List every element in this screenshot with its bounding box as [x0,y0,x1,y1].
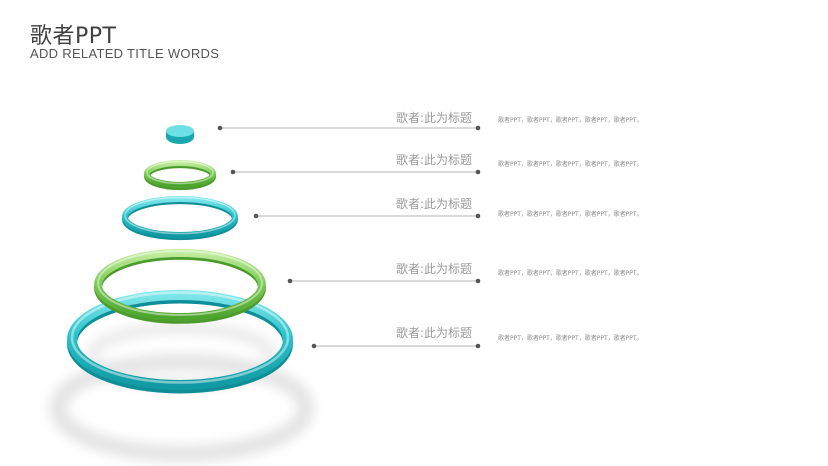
connector-start-dot-3 [253,213,259,219]
connector-start-dot-4 [287,278,293,284]
item-title-5: 歌者:此为标题 [395,326,472,340]
connector-end-dot-2 [475,169,481,175]
ring-2 [144,160,216,191]
connector-end-dot-5 [475,343,481,349]
item-desc-2: 歌者PPT，歌者PPT，歌者PPT，歌者PPT，歌者PPT。 [498,161,643,168]
connector-end-dot-3 [475,213,481,219]
connector-start-dot-1 [217,125,223,131]
page-subtitle: ADD RELATED TITLE WORDS [30,46,220,61]
item-title-2: 歌者:此为标题 [395,153,472,167]
connector-end-dot-1 [475,125,481,131]
item-desc-5: 歌者PPT，歌者PPT，歌者PPT，歌者PPT，歌者PPT。 [498,335,643,342]
ring-5 [67,290,293,394]
connector-end-dot-4 [475,278,481,284]
connector-start-dot-2 [230,169,236,175]
item-title-3: 歌者:此为标题 [395,197,472,211]
floor-shadow [50,354,314,462]
ring-1 [166,125,194,144]
connector-start-dot-5 [311,343,317,349]
item-title-1: 歌者:此为标题 [395,111,472,125]
item-desc-3: 歌者PPT，歌者PPT，歌者PPT，歌者PPT，歌者PPT。 [498,211,643,218]
ring-3 [122,196,238,241]
item-desc-4: 歌者PPT，歌者PPT，歌者PPT，歌者PPT，歌者PPT。 [498,270,643,277]
item-desc-1: 歌者PPT，歌者PPT，歌者PPT，歌者PPT，歌者PPT。 [498,117,643,124]
item-title-4: 歌者:此为标题 [395,262,472,276]
page-title: 歌者PPT [30,24,117,49]
ring-4 [94,249,266,324]
